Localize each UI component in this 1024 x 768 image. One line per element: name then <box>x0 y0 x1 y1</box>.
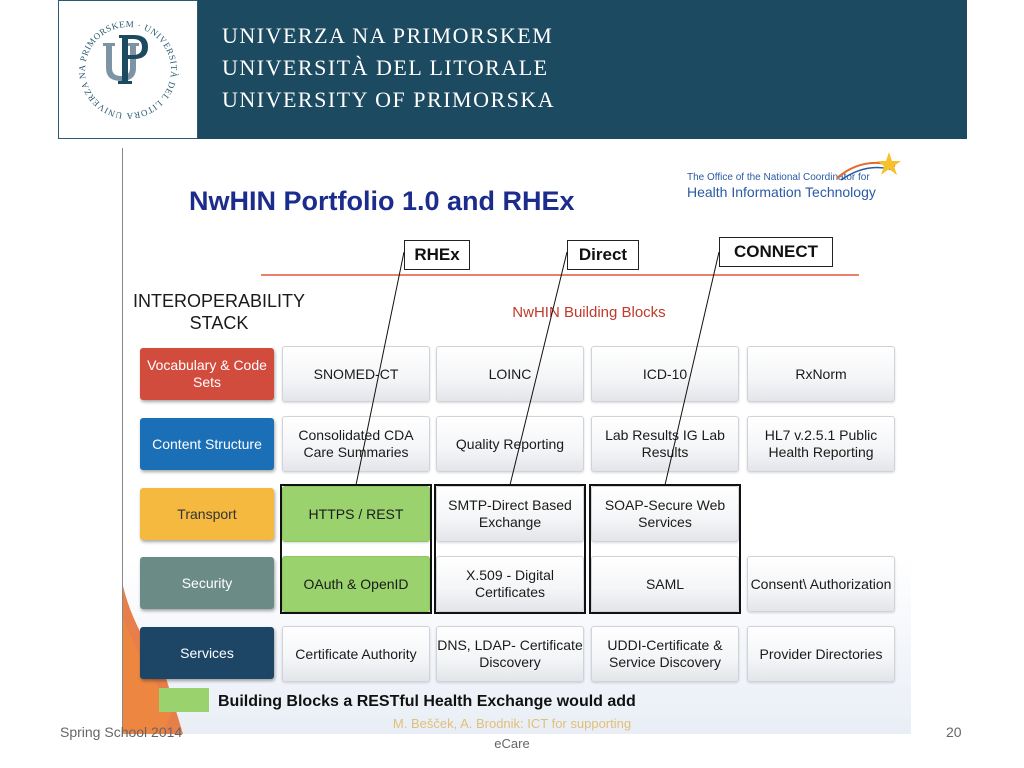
cell-soap-secure: SOAP-Secure Web Services <box>591 486 739 542</box>
cell-dns-ldap: DNS, LDAP- Certificate Discovery <box>436 626 584 682</box>
footer-authors: M. Bešček, A. Brodnik: ICT for supportin… <box>352 714 672 754</box>
category-security: Security <box>140 557 274 609</box>
onc-logo-text: The Office of the National Coordinator f… <box>687 172 876 200</box>
logo-ring-text: UNIVERZA NA PRIMORSKEM · UNIVERSITÀ DEL … <box>59 1 179 121</box>
interoperability-stack-title: INTEROPERABILITY STACK <box>129 290 309 334</box>
university-name-banner: UNIVERZA NA PRIMORSKEM UNIVERSITÀ DEL LI… <box>198 0 967 139</box>
connector-connect <box>664 251 720 486</box>
legend-text: Building Blocks a RESTful Health Exchang… <box>218 693 636 710</box>
footer-event: Spring School 2014 <box>60 724 183 740</box>
legend-swatch <box>159 688 209 712</box>
cell-x509: X.509 - Digital Certificates <box>436 556 584 612</box>
university-name-sl: UNIVERZA NA PRIMORSKEM <box>222 23 554 48</box>
category-content-structure: Content Structure <box>140 418 274 470</box>
divider-line <box>261 274 859 276</box>
category-transport: Transport <box>140 488 274 540</box>
up-logo-icon: UNIVERZA NA PRIMORSKEM · UNIVERSITÀ DEL … <box>56 0 179 121</box>
university-logo: UNIVERZA NA PRIMORSKEM · UNIVERSITÀ DEL … <box>56 0 198 139</box>
cell-saml: SAML <box>591 556 739 612</box>
label-connect: CONNECT <box>719 237 833 267</box>
cell-icd-10: ICD-10 <box>591 346 739 402</box>
stack-title-line-2: STACK <box>189 313 249 333</box>
cell-snomed-ct: SNOMED-CT <box>282 346 430 402</box>
cell-consolidated-cda: Consolidated CDA Care Summaries <box>282 416 430 472</box>
cell-https-rest: HTTPS / REST <box>282 486 430 542</box>
label-rhex: RHEx <box>404 240 470 270</box>
cell-certificate-authority: Certificate Authority <box>282 626 430 682</box>
connector-direct <box>509 251 568 486</box>
university-name-en: UNIVERSITY OF PRIMORSKA <box>222 87 556 112</box>
onc-line-2: Health Information Technology <box>687 184 876 200</box>
onc-swoosh-star-icon <box>836 152 901 181</box>
cell-hl7-public-health: HL7 v.2.5.1 Public Health Reporting <box>747 416 895 472</box>
slide-title: NwHIN Portfolio 1.0 and RHEx <box>189 186 575 216</box>
footer-authors-line-1: M. Bešček, A. Brodnik: ICT for supportin… <box>392 716 632 731</box>
connector-lines <box>355 251 720 486</box>
label-direct: Direct <box>567 240 639 270</box>
onc-line-1: The Office of the National Coordinator f… <box>687 172 870 183</box>
building-blocks-title: NwHIN Building Blocks <box>512 304 666 321</box>
cell-quality-reporting: Quality Reporting <box>436 416 584 472</box>
category-services: Services <box>140 627 274 679</box>
cell-smtp-direct: SMTP-Direct Based Exchange <box>436 486 584 542</box>
cell-rxnorm: RxNorm <box>747 346 895 402</box>
cell-oauth-openid: OAuth & OpenID <box>282 556 430 612</box>
cell-uddi: UDDI-Certificate & Service Discovery <box>591 626 739 682</box>
university-name-it: UNIVERSITÀ DEL LITORALE <box>222 55 549 80</box>
stack-title-line-1: INTEROPERABILITY <box>132 291 306 311</box>
page-number: 20 <box>946 724 962 740</box>
slide-content: NwHIN Portfolio 1.0 and RHEx The Office … <box>122 148 911 734</box>
cell-lab-results: Lab Results IG Lab Results <box>591 416 739 472</box>
cell-provider-directories: Provider Directories <box>747 626 895 682</box>
header-banner: UNIVERZA NA PRIMORSKEM · UNIVERSITÀ DEL … <box>0 0 1024 139</box>
footer-authors-line-2: eCare <box>494 736 530 751</box>
cell-consent-authorization: Consent\ Authorization <box>747 556 895 612</box>
connector-rhex <box>355 251 405 486</box>
cell-loinc: LOINC <box>436 346 584 402</box>
category-vocabulary: Vocabulary & Code Sets <box>140 348 274 400</box>
